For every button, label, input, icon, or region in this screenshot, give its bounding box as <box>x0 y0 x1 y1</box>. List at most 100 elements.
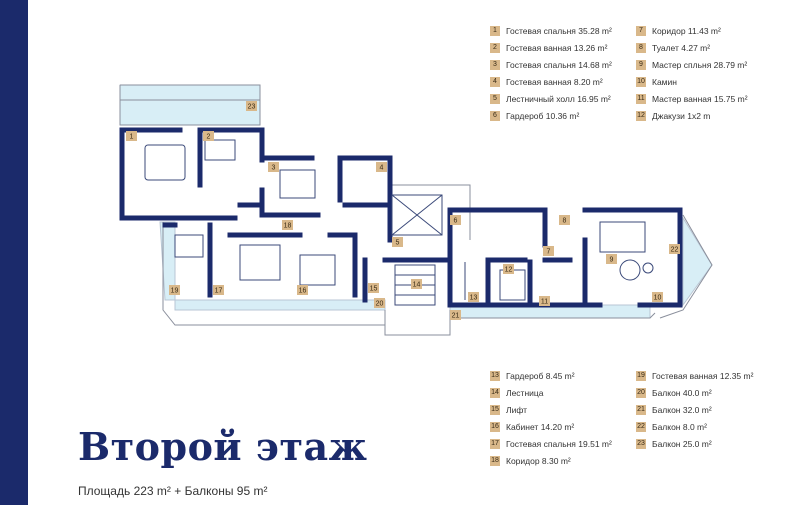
legend-label: Балкон 40.0 m² <box>652 387 712 398</box>
area-summary: Площадь 223 m² + Балконы 95 m² <box>78 484 268 498</box>
legend-item: 1 Гостевая спальня 35.28 m² <box>490 22 612 39</box>
legend-item: 20 Балкон 40.0 m² <box>636 384 753 401</box>
legend-label: Кабинет 14.20 m² <box>506 421 575 432</box>
legend-label: Балкон 32.0 m² <box>652 404 712 415</box>
legend-label: Гостевая спальня 35.28 m² <box>506 25 612 36</box>
svg-text:18: 18 <box>284 223 292 230</box>
legend-number: 6 <box>490 110 500 121</box>
legend-label: Гостевая спальня 19.51 m² <box>506 438 612 449</box>
balcony-20 <box>174 299 386 311</box>
legend-number: 20 <box>636 387 646 398</box>
legend-label: Гостевая ванная 8.20 m² <box>506 76 603 87</box>
plan-tag-3: 3 <box>268 162 279 172</box>
legend-label: Гардероб 8.45 m² <box>506 370 575 381</box>
legend-number: 11 <box>636 93 646 104</box>
legend-label: Гардероб 10.36 m² <box>506 110 580 121</box>
legend-item: 8 Туалет 4.27 m² <box>636 39 748 56</box>
legend-bottom-right: 19 Гостевая ванная 12.35 m² 20 Балкон 40.0 … <box>636 367 753 452</box>
legend-item: 9 Мастер спльня 28.79 m² <box>636 56 748 73</box>
plan-tag-12: 12 <box>503 264 514 274</box>
plan-tag-7: 7 <box>543 246 554 256</box>
legend-number: 2 <box>490 42 500 53</box>
legend-number: 21 <box>636 404 646 415</box>
plan-tag-21: 21 <box>450 310 461 320</box>
legend-item: 2 Гостевая ванная 13.26 m² <box>490 39 612 56</box>
legend-number: 22 <box>636 421 646 432</box>
legend-item: 11 Мастер ванная 15.75 m² <box>636 90 748 107</box>
legend-item: 14 Лестница <box>490 384 612 401</box>
legend-number: 8 <box>636 42 646 53</box>
legend-number: 9 <box>636 59 646 70</box>
svg-text:11: 11 <box>541 299 548 306</box>
svg-text:17: 17 <box>215 288 223 295</box>
plan-tag-5: 5 <box>392 237 403 247</box>
legend-label: Гостевая спальня 14.68 m² <box>506 59 612 70</box>
plan-tag-19: 19 <box>169 285 180 295</box>
svg-text:4: 4 <box>380 165 384 172</box>
svg-text:2: 2 <box>207 134 211 141</box>
legend-item: 22 Балкон 8.0 m² <box>636 418 753 435</box>
legend-number: 14 <box>490 387 500 398</box>
plan-tag-9: 9 <box>606 254 617 264</box>
legend-label: Мастер ванная 15.75 m² <box>652 93 748 104</box>
legend-label: Лестница <box>506 387 544 398</box>
page-title: Второй этаж <box>78 424 368 469</box>
legend-label: Мастер спльня 28.79 m² <box>652 59 748 70</box>
plan-tag-15: 15 <box>368 283 379 293</box>
legend-label: Камин <box>652 76 677 87</box>
legend-label: Гостевая ванная 13.26 m² <box>506 42 608 53</box>
legend-item: 6 Гардероб 10.36 m² <box>490 107 612 124</box>
brand-side-bar <box>0 0 28 505</box>
legend-label: Балкон 25.0 m² <box>652 438 712 449</box>
plan-tag-13: 13 <box>468 292 479 302</box>
plan-tag-11: 11 <box>539 296 550 306</box>
plan-tag-8: 8 <box>559 215 570 225</box>
balcony-22 <box>682 216 713 307</box>
svg-text:23: 23 <box>248 104 256 111</box>
svg-text:21: 21 <box>452 313 460 320</box>
legend-item: 10 Камин <box>636 73 748 90</box>
svg-text:20: 20 <box>376 301 384 308</box>
svg-text:10: 10 <box>654 295 662 302</box>
plan-tag-22: 22 <box>669 244 680 254</box>
svg-text:14: 14 <box>413 282 421 289</box>
legend-item: 7 Коридор 11.43 m² <box>636 22 748 39</box>
legend-label: Гостевая ванная 12.35 m² <box>652 370 754 381</box>
svg-text:9: 9 <box>610 257 614 264</box>
svg-text:8: 8 <box>563 218 567 225</box>
svg-text:15: 15 <box>370 286 378 293</box>
legend-number: 19 <box>636 370 646 381</box>
legend-label: Коридор 11.43 m² <box>652 25 721 36</box>
balcony-23 <box>119 84 261 126</box>
legend-label: Балкон 8.0 m² <box>652 421 707 432</box>
legend-number: 4 <box>490 76 500 87</box>
plan-tag-16: 16 <box>297 285 308 295</box>
plan-tag-2: 2 <box>203 131 214 141</box>
legend-number: 10 <box>636 76 646 87</box>
legend-label: Коридор 8.30 m² <box>506 455 571 466</box>
legend-number: 1 <box>490 25 500 36</box>
svg-text:7: 7 <box>547 249 551 256</box>
legend-number: 7 <box>636 25 646 36</box>
svg-text:19: 19 <box>171 288 179 295</box>
svg-text:6: 6 <box>454 218 458 225</box>
legend-item: 4 Гостевая ванная 8.20 m² <box>490 73 612 90</box>
plan-tag-14: 14 <box>411 279 422 289</box>
legend-label: Туалет 4.27 m² <box>652 42 711 53</box>
plan-tag-4: 4 <box>376 162 387 172</box>
svg-text:12: 12 <box>505 267 513 274</box>
plan-tag-20: 20 <box>374 298 385 308</box>
plan-tag-18: 18 <box>282 220 293 230</box>
svg-text:1: 1 <box>130 134 134 141</box>
